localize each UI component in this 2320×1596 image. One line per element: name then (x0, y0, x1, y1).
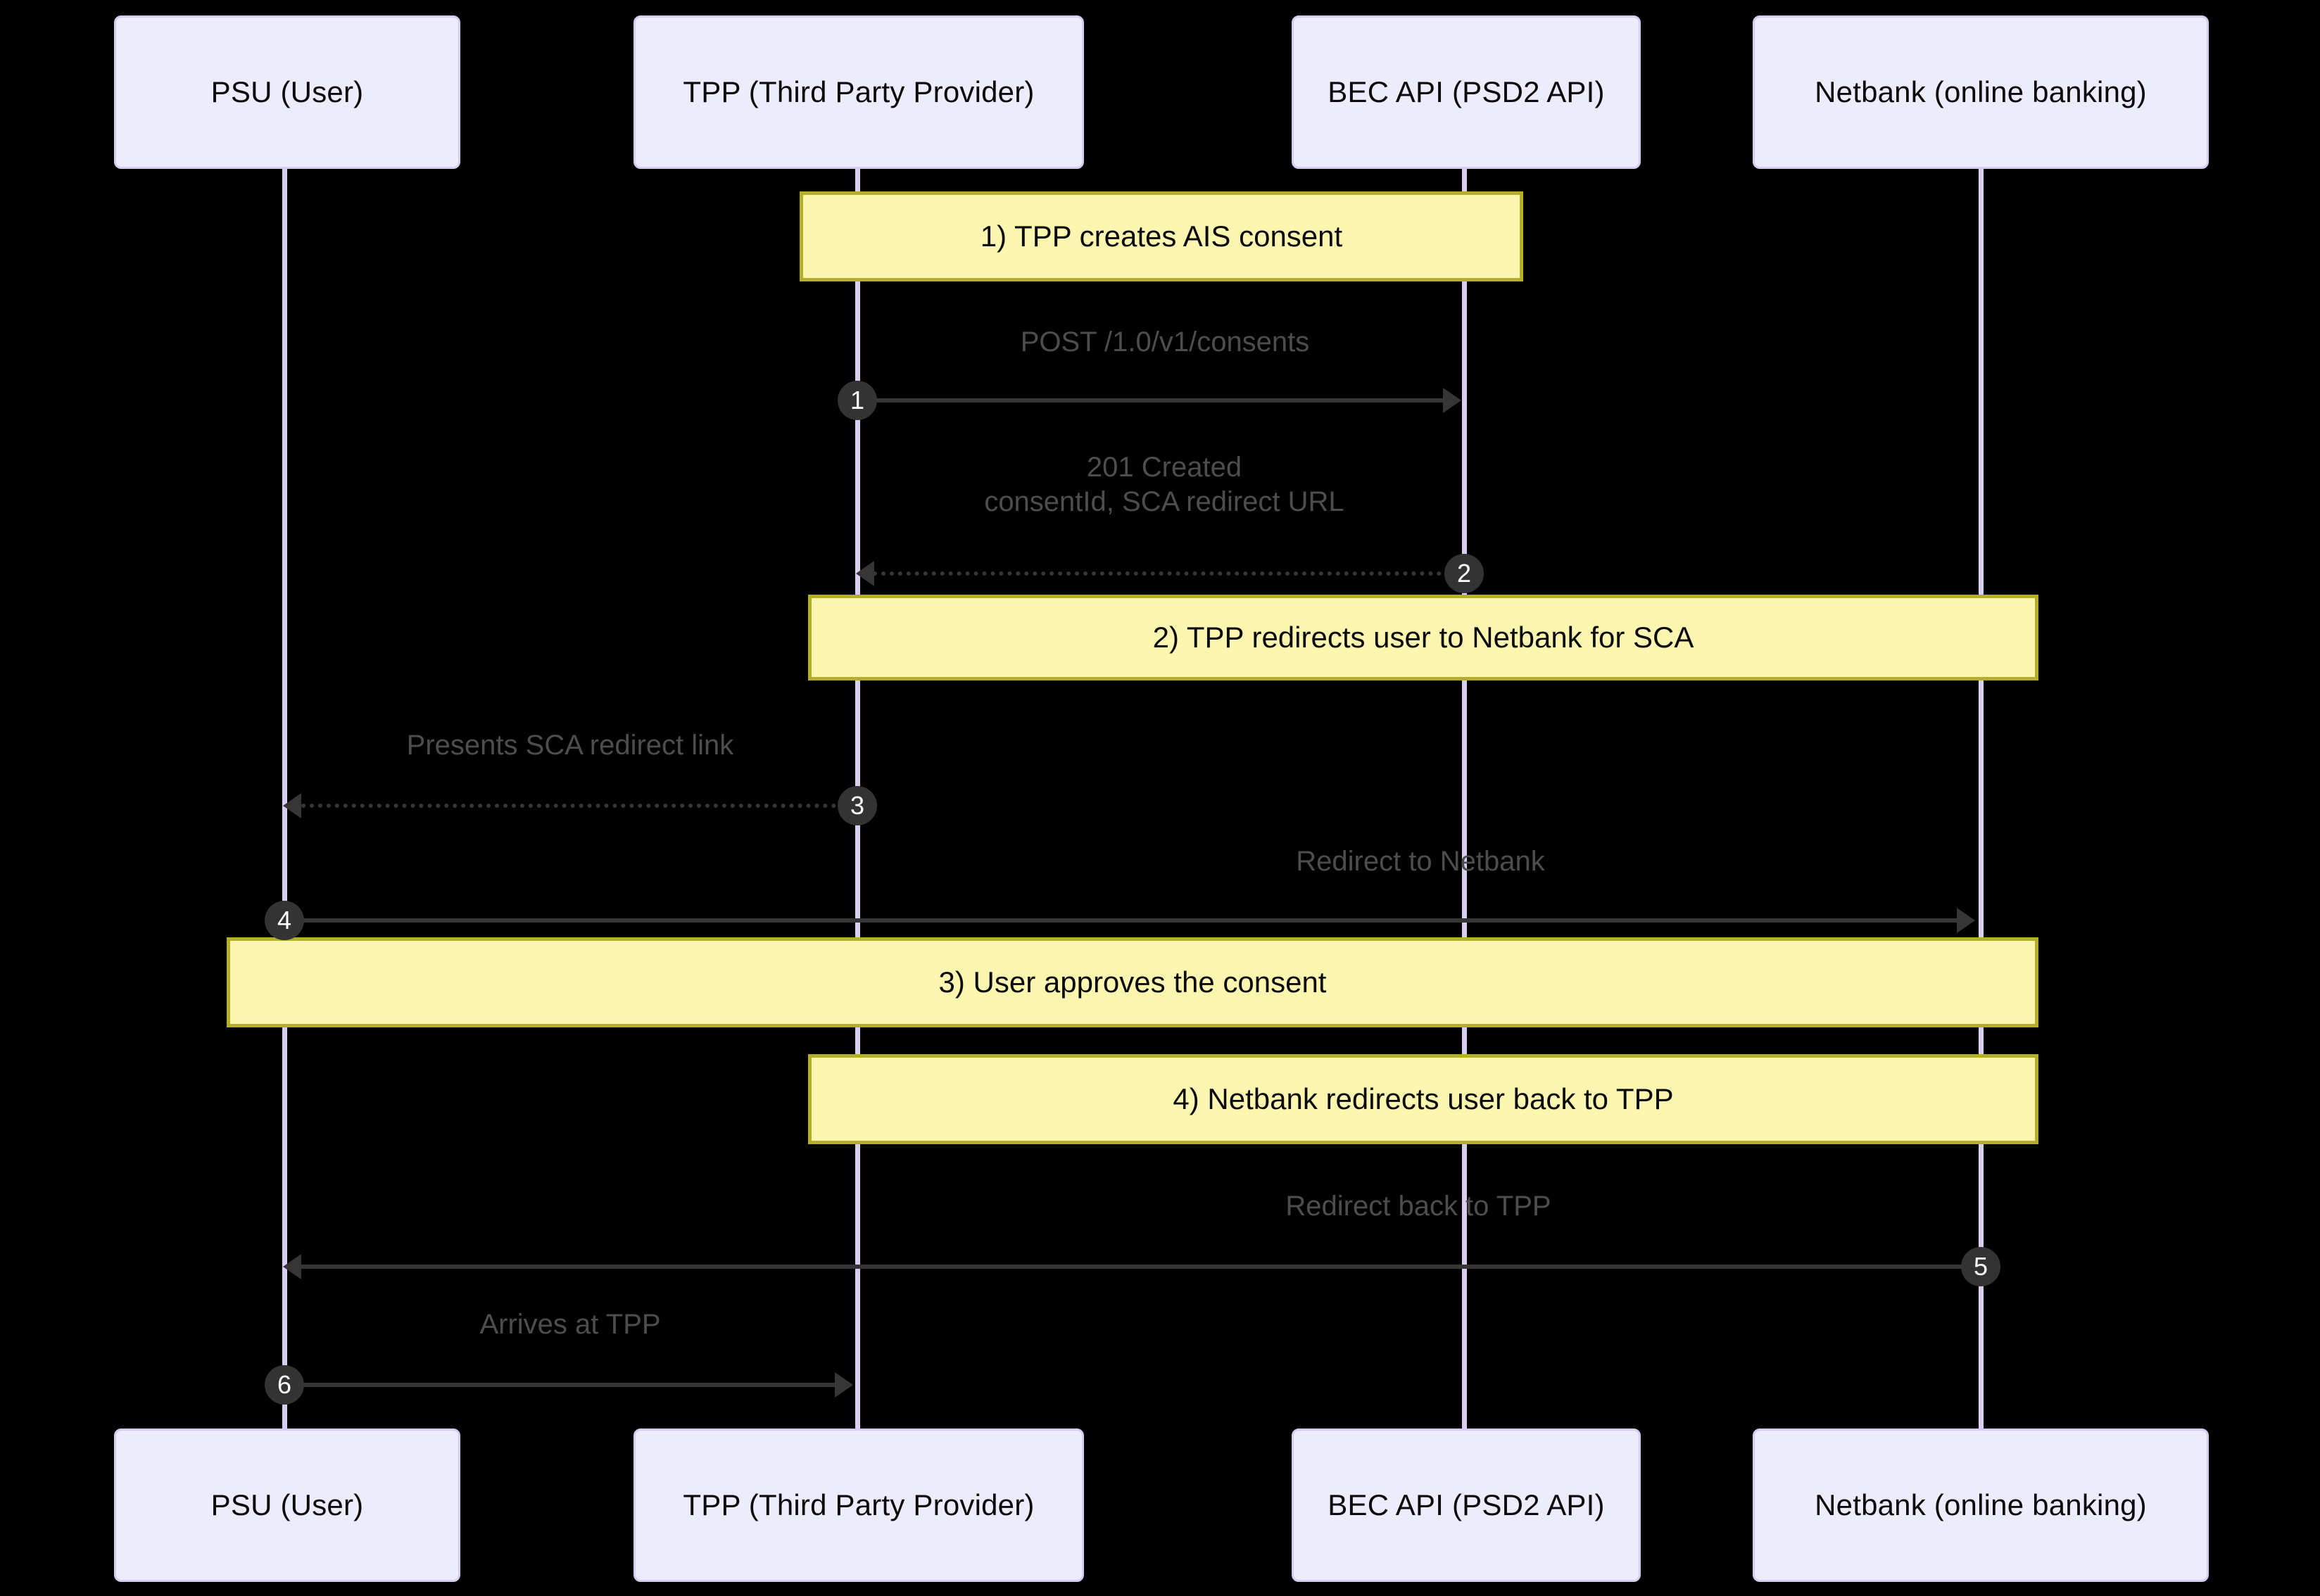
actor-footer-psu[interactable]: PSU (User) (114, 1429, 460, 1582)
actor-footer-bec[interactable]: BEC API (PSD2 API) (1292, 1429, 1641, 1582)
message-3-label: Presents SCA redirect link (406, 730, 734, 761)
message-3-arrowhead (283, 793, 301, 818)
lifeline-netbank (1979, 169, 1984, 1436)
message-5-number: 5 (1961, 1247, 2000, 1286)
message-6-label: Arrives at TPP (479, 1309, 661, 1340)
lifeline-bec (1462, 169, 1467, 1436)
actor-footer-label-bec: BEC API (PSD2 API) (1328, 1488, 1605, 1521)
message-5-label: Redirect back to TPP (1285, 1191, 1551, 1222)
message-5-arrowhead (283, 1254, 301, 1279)
message-4-line (286, 918, 1958, 923)
note-4-text: 4) Netbank redirects user back to TPP (1173, 1082, 1674, 1115)
message-2-line (873, 571, 1450, 576)
actor-label-bec: BEC API (PSD2 API) (1328, 75, 1605, 108)
message-6-line (286, 1383, 849, 1387)
note-tpp-redirects-user-to-netbank: 2) TPP redirects user to Netbank for SCA (808, 595, 2038, 680)
message-1-label: POST /1.0/v1/consents (1020, 327, 1310, 357)
actor-header-tpp[interactable]: TPP (Third Party Provider) (633, 15, 1084, 169)
message-5-line (301, 1265, 1984, 1269)
message-6-number: 6 (265, 1365, 304, 1405)
actor-footer-label-psu: PSU (User) (210, 1488, 364, 1521)
note-tpp-creates-ais-consent: 1) TPP creates AIS consent (800, 191, 1523, 281)
message-1-line (860, 398, 1457, 403)
actor-header-netbank[interactable]: Netbank (online banking) (1753, 15, 2209, 169)
actor-label-tpp: TPP (Third Party Provider) (683, 75, 1035, 108)
note-2-text: 2) TPP redirects user to Netbank for SCA (1152, 620, 1694, 654)
message-2-arrowhead (856, 561, 874, 586)
message-4-label: Redirect to Netbank (1296, 846, 1545, 877)
actor-footer-tpp[interactable]: TPP (Third Party Provider) (633, 1429, 1084, 1582)
message-1-arrowhead (1443, 388, 1461, 413)
note-3-text: 3) User approves the consent (938, 965, 1327, 999)
actor-label-psu: PSU (User) (210, 75, 364, 108)
note-1-text: 1) TPP creates AIS consent (980, 219, 1343, 253)
message-3-number: 3 (838, 786, 877, 825)
actor-footer-netbank[interactable]: Netbank (online banking) (1753, 1429, 2209, 1582)
actor-header-psu[interactable]: PSU (User) (114, 15, 460, 169)
message-3-line (301, 804, 836, 808)
message-2-label: 201 Created consentId, SCA redirect URL (984, 452, 1344, 517)
message-2-number: 2 (1444, 554, 1484, 593)
actor-label-netbank: Netbank (online banking) (1815, 75, 2147, 108)
actor-footer-label-netbank: Netbank (online banking) (1815, 1488, 2147, 1521)
note-netbank-redirects-user-back: 4) Netbank redirects user back to TPP (808, 1054, 2038, 1144)
note-user-approves-consent: 3) User approves the consent (227, 937, 2038, 1027)
actor-footer-label-tpp: TPP (Third Party Provider) (683, 1488, 1035, 1521)
message-4-arrowhead (1957, 908, 1975, 933)
message-1-number: 1 (838, 381, 877, 420)
message-6-arrowhead (835, 1372, 853, 1398)
actor-header-bec[interactable]: BEC API (PSD2 API) (1292, 15, 1641, 169)
message-4-number: 4 (265, 901, 304, 940)
